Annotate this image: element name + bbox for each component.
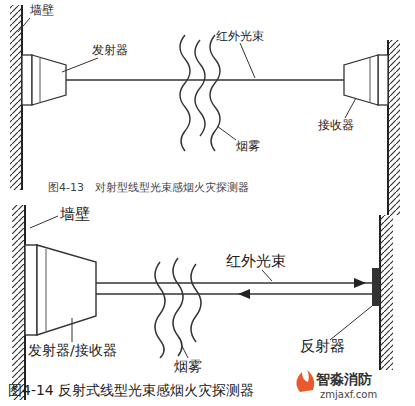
wall-label: 墙壁 — [60, 206, 90, 223]
part-label: 发射器/接收器 — [28, 342, 117, 358]
watermark: zmjaxf.com — [320, 389, 377, 401]
figure-caption: 图4-13 对射型线型光束感烟火灾探测器 — [48, 182, 249, 195]
smoke-label: 烟雾 — [174, 358, 202, 374]
part-label: 反射器 — [300, 338, 345, 355]
beam-label: 红外光束 — [226, 253, 286, 270]
part-label: 接收器 — [318, 119, 354, 133]
smoke-label: 烟雾 — [236, 140, 260, 154]
beam-label: 红外光束 — [216, 30, 264, 44]
watermark: 智淼消防 — [316, 371, 372, 387]
wall-label: 墙壁 — [30, 4, 54, 18]
part-label: 发射器 — [92, 44, 128, 58]
figure-caption: 图4-14 反射式线型光束感烟火灾探测器 — [8, 382, 254, 398]
